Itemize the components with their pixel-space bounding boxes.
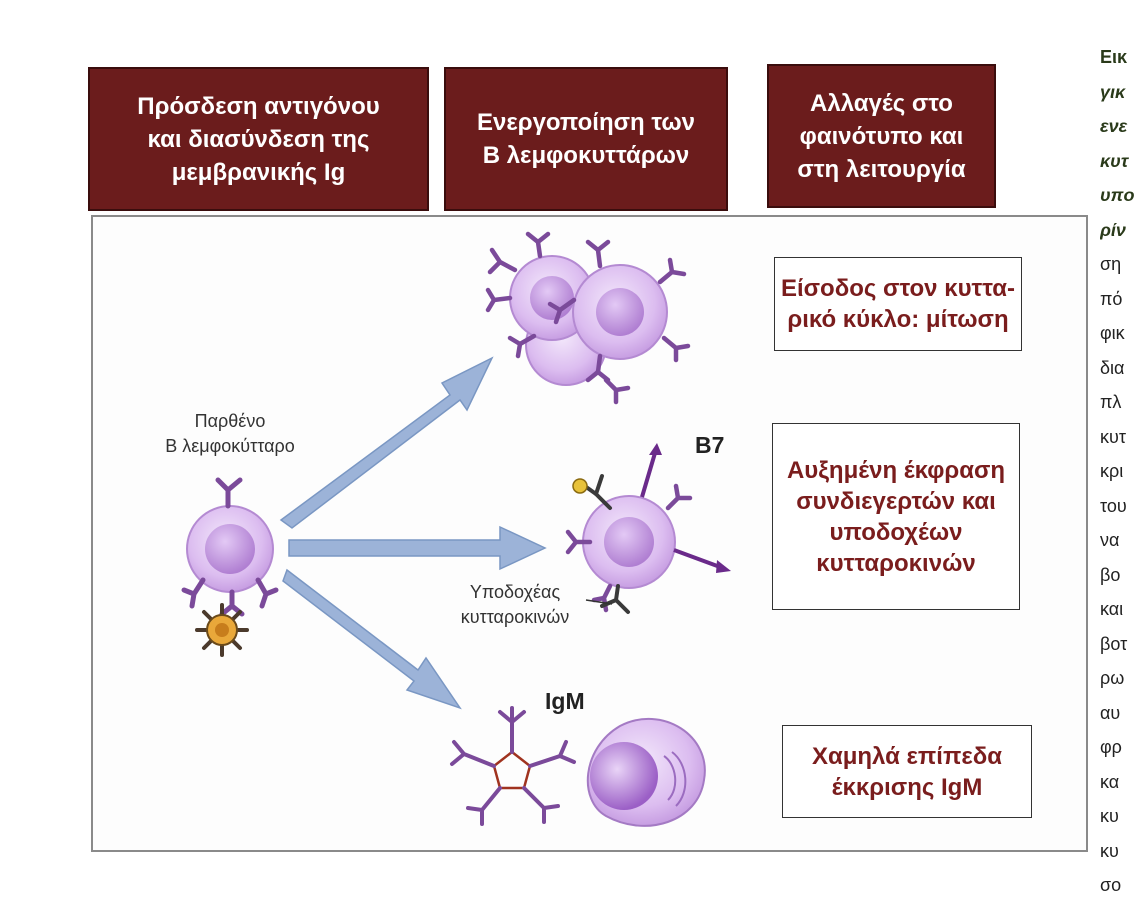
arrow-to-igm [282,568,462,710]
cytokine-receptor-icon [572,474,612,510]
outcome-mitosis: Είσοδος στον κυττα- ρικό κύκλο: μίτωση [774,257,1022,351]
side-text-line: υπο [1100,185,1135,205]
side-text-line: πό [1100,288,1123,309]
side-text-line: κυ [1100,840,1119,861]
arrow-to-costimulator [288,525,547,571]
side-text-line: κα [1100,771,1120,792]
side-text-line: ενε [1100,116,1128,136]
side-text-line: σο [1100,875,1122,895]
dividing-cells [485,231,691,405]
naive-b-cell [181,477,279,617]
side-text-line: Εικ [1100,47,1128,67]
receptor-leader-line [585,599,613,605]
activated-b-cell [565,443,731,614]
side-text-column: Εικ γικ ενε κυτ υπο ρίν ση πό φικ δια πλ… [1100,40,1136,903]
side-text-line: βοτ [1100,633,1128,654]
side-text-line: και [1100,599,1124,619]
side-text-line: κυτ [1100,426,1126,447]
side-text-line: αυ [1100,702,1121,723]
header-phenotype-changes: Αλλαγές στο φαινότυπο και στη λειτουργία [767,64,996,208]
igm-label: IgM [545,688,585,714]
side-text-line: δια [1100,357,1125,378]
side-text-line: ρω [1100,668,1125,688]
b7-receptor-icon [640,443,662,498]
side-text-line: κρι [1100,461,1124,481]
outcome-igm-secretion: Χαμηλά επίπεδα έκκρισης IgM [782,725,1032,818]
side-text-line: γικ [1100,81,1126,102]
cytokine-receptor-label: Υποδοχέας κυτταροκινών [460,582,570,627]
naive-cell-label: Παρθένο Β λεμφοκύτταρο [165,411,295,456]
outcome-costimulator-expression: Αυξημένη έκφραση συνδιεγερτών και υποδοχ… [772,423,1020,610]
antigen-icon [195,603,249,657]
side-text-line: ρίν [1100,219,1126,240]
b7-label: B7 [695,432,725,458]
header-antigen-binding: Πρόσδεση αντιγόνου και διασύνδεση της με… [88,67,429,211]
side-text-line: ση [1100,254,1122,274]
side-text-line: φικ [1100,323,1125,343]
side-text-line: φρ [1100,737,1122,757]
header-b-cell-activation: Ενεργοποίηση των Β λεμφοκυττάρων [444,67,728,211]
diagram-artwork [181,231,731,827]
igm-pentamer-icon [450,706,576,826]
side-text-line: βο [1100,564,1121,585]
side-text-line: κυ [1100,806,1119,826]
b7-receptor-2-icon [673,548,731,573]
arrow-to-mitosis [279,356,494,529]
side-text-line: να [1100,530,1120,550]
side-text-line: κυτ [1100,150,1129,171]
side-text-line: πλ [1100,392,1122,412]
side-text-line: του [1100,495,1127,516]
plasma-cell [586,717,706,827]
